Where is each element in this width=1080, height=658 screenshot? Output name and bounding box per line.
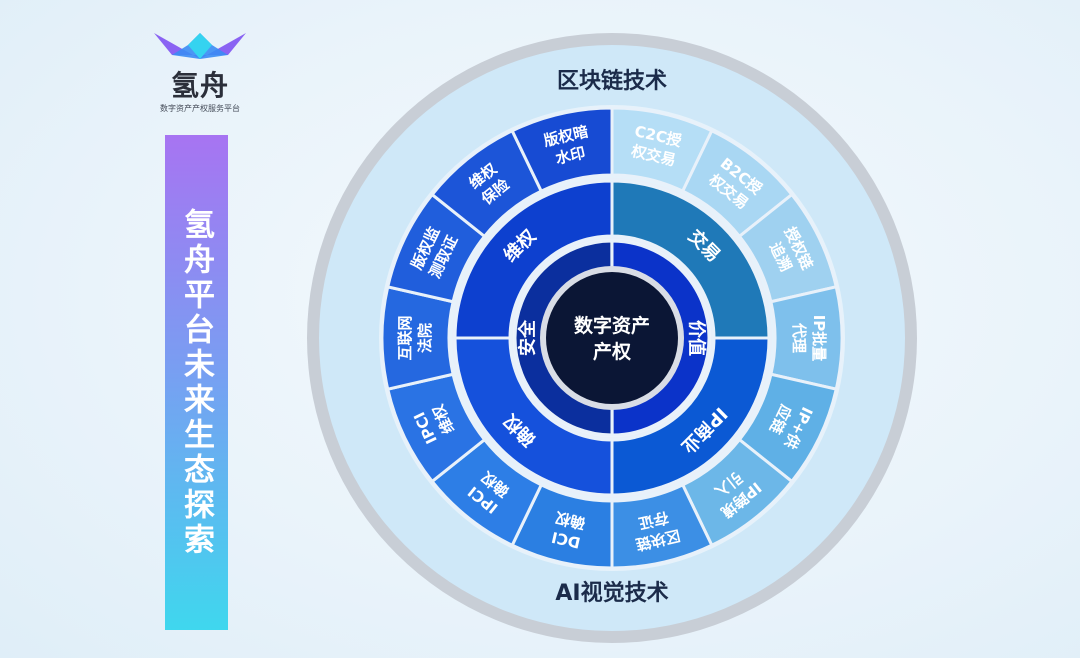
center-circle — [546, 272, 678, 404]
outer-segment-label: 互联网 — [396, 315, 414, 360]
center-label-line1: 数字资产 — [574, 314, 650, 337]
banner-text: 氢舟平台未来生态探索 — [178, 207, 214, 558]
bottom-label: AI视觉技术 — [555, 580, 668, 606]
vertical-banner: 氢舟平台未来生态探索 — [165, 135, 228, 630]
center-label-line2: 产权 — [593, 340, 631, 363]
logo-tagline: 数字资产产权服务平台 — [160, 104, 240, 113]
logo-name: 氢舟 — [170, 69, 229, 102]
outer-segment-label: 法院 — [416, 323, 434, 353]
boat-logo-icon — [154, 33, 246, 59]
outer-segment-label: IP批量 — [810, 315, 828, 362]
outer-segment-label: 代理 — [790, 322, 808, 353]
inner-segment-label: 价值 — [686, 320, 708, 356]
outer-segments — [380, 106, 844, 570]
middle-segments — [453, 179, 771, 497]
inner-segment-label: 安全 — [517, 319, 539, 356]
top-label: 区块链技术 — [557, 68, 667, 94]
middle-segment — [453, 179, 614, 340]
outer-segment — [510, 106, 614, 194]
